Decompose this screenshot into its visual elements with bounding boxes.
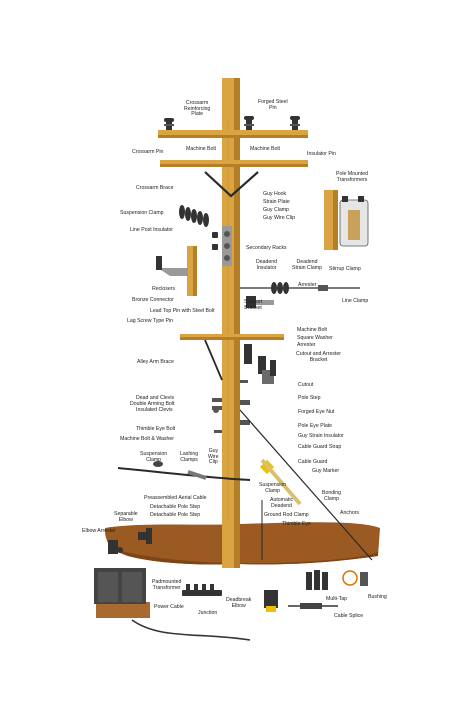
- label-guy-hook: Guy Hook: [263, 191, 287, 197]
- pole-mounted-transformer-inset: [324, 190, 369, 250]
- label-guy-clamp: Guy Clamp: [263, 207, 289, 213]
- label-cable-guard: Cable Guard: [298, 459, 328, 465]
- deadbreak-elbow: [264, 590, 278, 612]
- pole-shade: [234, 78, 240, 568]
- crossarm-brace: [204, 171, 259, 198]
- label-double-arming-bolt: Double Arming Bolt: [130, 401, 175, 407]
- label-line-clamp: Line Clamp: [342, 298, 369, 304]
- second-crossarm: [160, 160, 308, 167]
- label-separable-elbow: Separable Elbow: [114, 511, 138, 523]
- label-square-washer: Square Washer: [297, 335, 333, 341]
- label-crossarm-pin: Crossarm Pin: [132, 149, 164, 155]
- label-power-cable: Power Cable: [154, 604, 184, 610]
- aerial-cable: [117, 461, 251, 481]
- label-bonding-clamp: Bonding Clamp: [322, 490, 342, 502]
- label-suspension-clamp-low: Suspension Clamp: [259, 482, 287, 494]
- label-deadbreak-elbow: Deadbreak Elbow: [226, 597, 252, 609]
- label-line-post-insulator: Line Post Insulator: [130, 227, 173, 233]
- label-pole-eye-plate: Pole Eye Plate: [298, 423, 333, 429]
- label-reclosers: Reclosers: [152, 286, 176, 292]
- cutout-arrester-assembly: [244, 344, 276, 384]
- pole-steps: [214, 380, 248, 433]
- secondary-racks: [222, 226, 232, 266]
- label-cutout-and-arrester-bracket: Cutout and Arrester Bracket: [296, 351, 341, 363]
- elbow-arrester: [108, 540, 123, 554]
- cable-splice: [288, 603, 338, 609]
- label-lead-top-pin: Lead Top Pin with Steel Bolt: [150, 308, 215, 314]
- recloser-inset: [156, 246, 197, 296]
- label-stirrup-clamp: Stirrup Clamp: [329, 266, 361, 272]
- label-alley-arm-brace: Alley Arm Brace: [137, 359, 174, 365]
- label-bronze-connector: Bronze Connector: [132, 297, 174, 303]
- arrester-support: [246, 296, 274, 308]
- label-ground-rod-clamp: Ground Rod Clamp: [264, 512, 309, 518]
- label-cutout: Cutout: [298, 382, 314, 388]
- label-insulated-clevis: Insulated Clevis: [136, 407, 173, 413]
- label-lag-screw-type-pin: Lag Screw Type Pin: [127, 318, 174, 324]
- label-preassembled-aerial-cable: Preassembled Aerial Cable: [144, 495, 207, 501]
- label-cable-splice: Cable Splice: [334, 613, 364, 619]
- guy-wire: [239, 409, 373, 561]
- padmounted-transformer: [94, 568, 150, 618]
- label-automatic-deadend: Automatic Deadend: [270, 497, 294, 509]
- label-detachable-pole-step: Detachable Pole Step: [150, 504, 201, 510]
- bushing: [342, 570, 368, 586]
- label-bushing: Bushing: [368, 594, 387, 600]
- label-guy-marker: Guy Marker: [312, 468, 340, 474]
- label-padmounted-transformer: Padmounted Transformer: [152, 579, 182, 591]
- label-guy-wire-clip-top: Guy Wire Clip: [263, 215, 295, 221]
- label-cable-guard-strap: Cable Guard Strap: [298, 444, 342, 450]
- label-dead-and-clevis: Dead and Clevis: [136, 395, 175, 401]
- alley-arm-brace-line: [204, 339, 223, 381]
- label-guy-strain-insulator: Guy Strain Insulator: [298, 433, 344, 439]
- label-arrester-top: Arrester: [298, 282, 317, 288]
- power-cable: [131, 619, 251, 641]
- deadend-assembly: [240, 282, 360, 294]
- label-forged-steel-pin: Forged Steel Pin: [258, 99, 288, 111]
- ground-soil: [104, 522, 380, 565]
- label-junction: Junction: [198, 610, 218, 616]
- label-machine-bolt-3: Machine Bolt: [297, 327, 327, 333]
- label-arrester-mid: Arrester: [297, 342, 316, 348]
- ground-soil-shadow: [110, 548, 378, 565]
- label-guy-wire-clip-mid: Guy Wire Clip: [208, 448, 219, 466]
- label-elbow-arrester: Elbow Arrester: [82, 528, 116, 534]
- label-machine-bolt-1: Machine Bolt: [186, 146, 216, 152]
- top-crossarm: [158, 130, 308, 138]
- label-deadend-strain-clamp: Deadend Strain Clamp: [292, 259, 322, 271]
- label-thimble-eye-bolt: Thimble Eye Bolt: [136, 426, 176, 432]
- label-deadend-insulator: Deadend Insulator: [256, 259, 278, 271]
- label-suspension-clamp-top: Suspension Clamp: [120, 210, 164, 216]
- label-suspension-clamp-mid: Suspension Clamp: [140, 451, 168, 463]
- multi-tap: [306, 570, 328, 590]
- label-anchors: Anchors: [340, 510, 360, 516]
- label-insulator-pin: Insulator Pin: [307, 151, 336, 157]
- label-detachable-pole-step-2: Detachable Pole Step: [150, 512, 201, 518]
- separable-elbow: [138, 528, 152, 544]
- label-pole-mounted-transformers: Pole Mounted Transformers: [336, 171, 369, 183]
- mid-pole-hardware: [212, 398, 250, 425]
- label-forged-eye-nut: Forged Eye Nut: [298, 409, 335, 415]
- label-pole-step: Pole Step: [298, 395, 321, 401]
- label-strain-plate: Strain Plate: [263, 199, 290, 205]
- label-support-bracket: Support Bracket: [244, 299, 263, 311]
- suspension-insulator-string: [179, 205, 209, 227]
- label-machine-bolt-washer: Machine Bolt & Washer: [120, 436, 175, 442]
- junction: [182, 584, 222, 596]
- label-crossarm-reinforcing-plate: Crossarm Reinforcing Plate: [184, 100, 211, 118]
- label-multi-tap: Multi-Tap: [326, 596, 348, 602]
- label-thimble-eye: Thimble Eye: [282, 521, 311, 527]
- label-lashing-clamps: Lashing Clamps: [180, 451, 199, 463]
- label-secondary-racks: Secondary Racks: [246, 245, 287, 251]
- label-crossarm-brace: Crossarm Brace: [136, 185, 174, 191]
- label-machine-bolt-2: Machine Bolt: [250, 146, 280, 152]
